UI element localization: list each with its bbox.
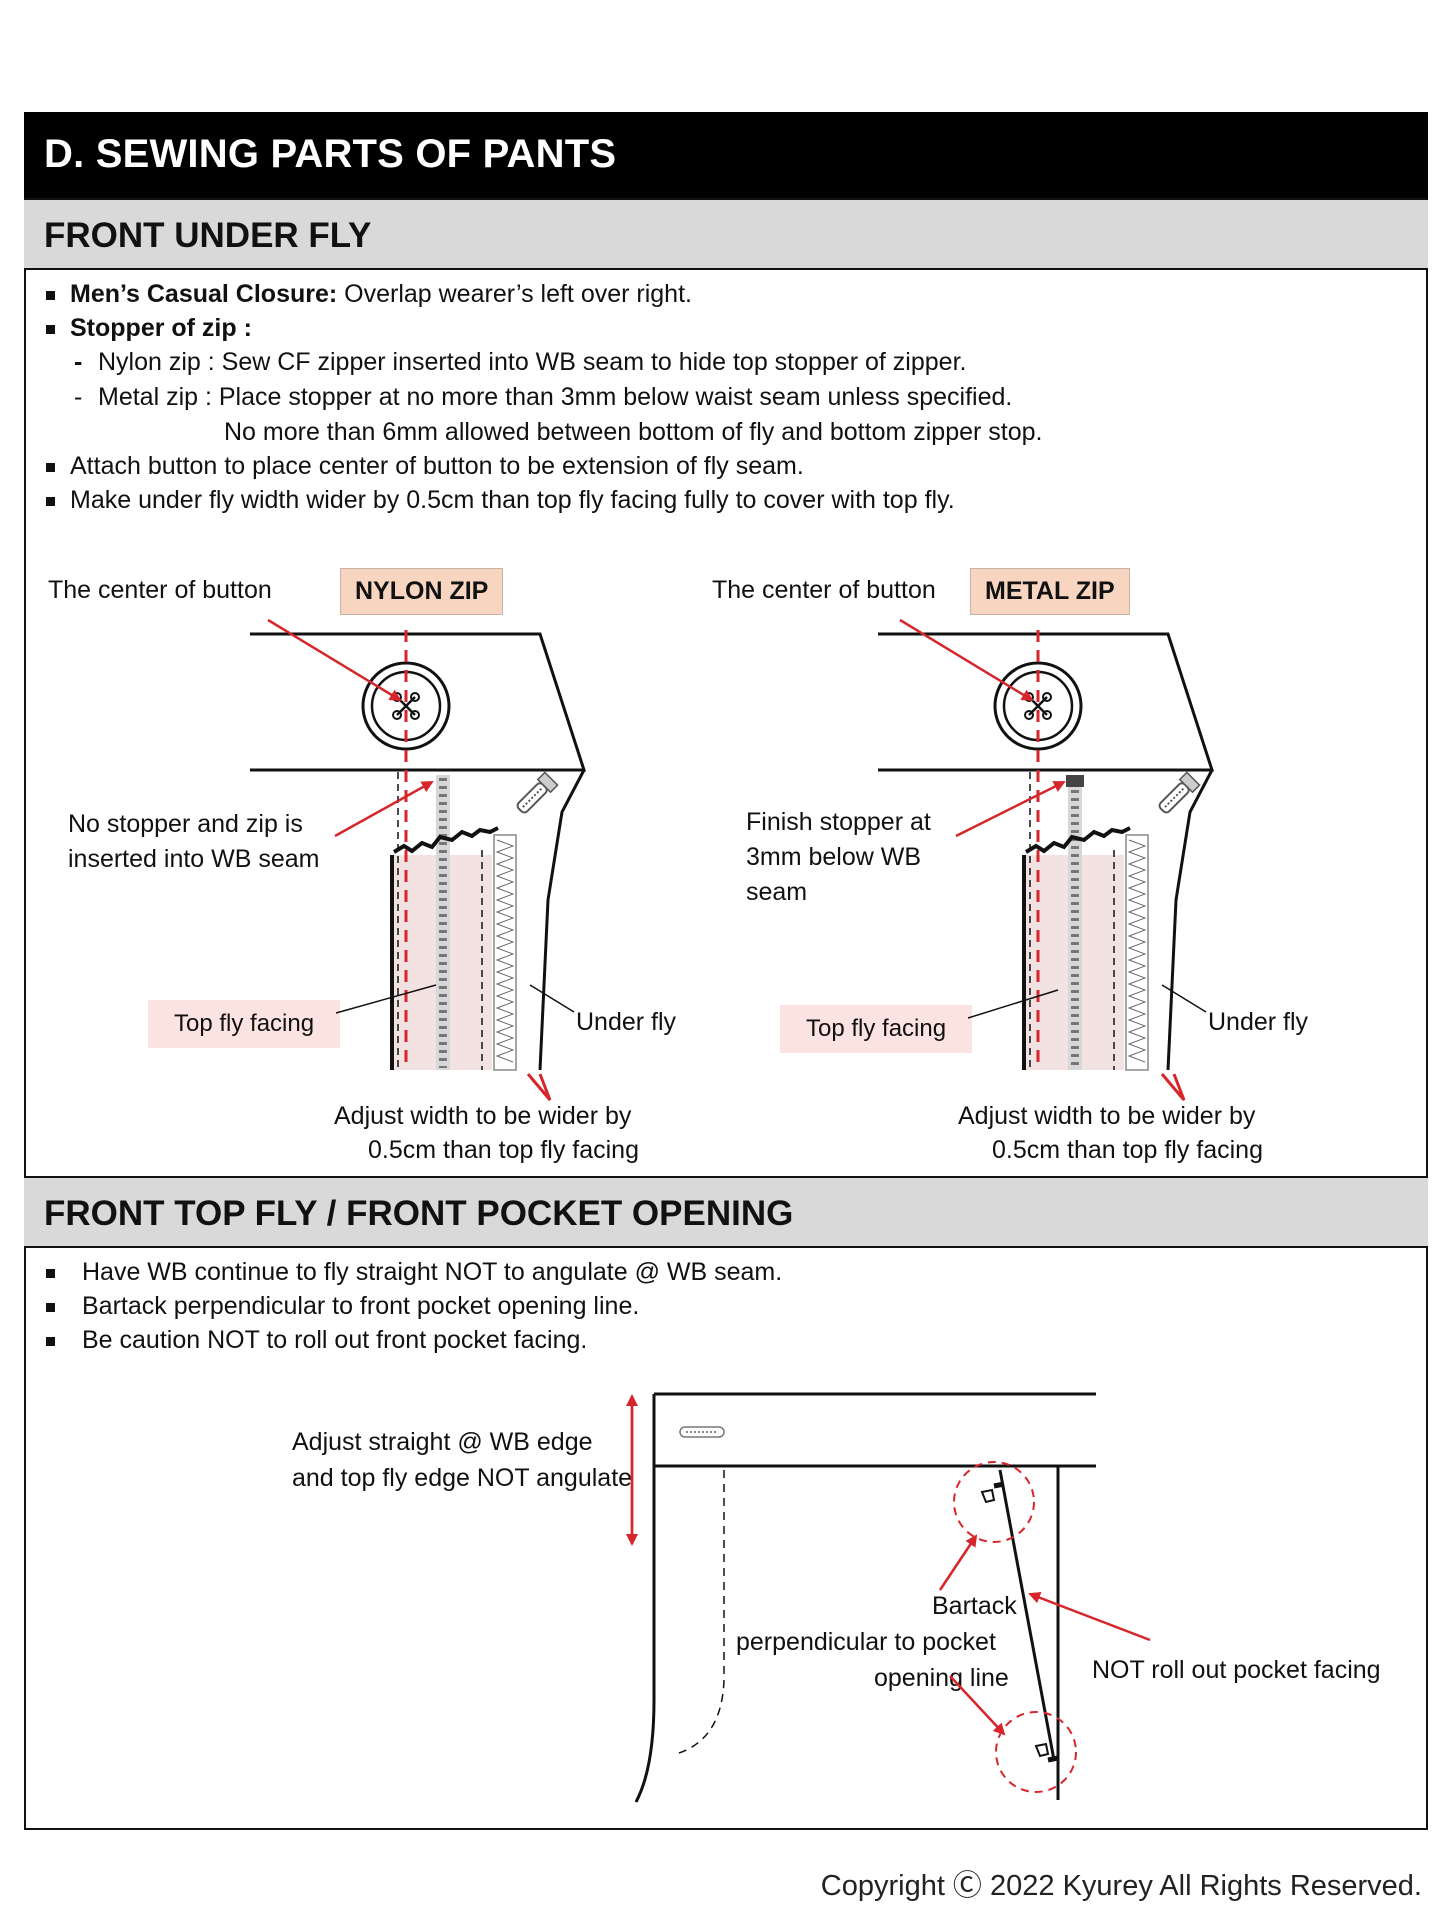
dash-icon: - bbox=[74, 348, 83, 376]
note-bold: Men’s Casual Closure: bbox=[70, 280, 338, 308]
note-line: Stopper of zip : bbox=[70, 314, 252, 342]
note-line: Men’s Casual Closure: Overlap wearer’s l… bbox=[70, 280, 692, 309]
page-title: D. SEWING PARTS OF PANTS bbox=[44, 132, 617, 176]
stopper-label-line-1: No stopper and zip is bbox=[68, 810, 303, 838]
bullet-icon bbox=[46, 463, 55, 472]
under-fly-label: Under fly bbox=[576, 1008, 677, 1036]
note-line: Attach button to place center of button … bbox=[70, 452, 804, 480]
note-line: Nylon zip : Sew CF zipper inserted into … bbox=[98, 348, 967, 376]
stopper-label-line-2: 3mm below WB bbox=[746, 843, 922, 871]
stopper-label-line-3: seam bbox=[746, 878, 808, 906]
adjust-straight-label-line-2: and top fly edge NOT angulate bbox=[292, 1464, 633, 1492]
note-text: Overlap wearer’s left over right. bbox=[337, 280, 692, 308]
section-header-under-fly: FRONT UNDER FLY bbox=[24, 198, 1428, 270]
bullet-icon bbox=[46, 1337, 55, 1346]
bullet-icon bbox=[46, 1269, 55, 1278]
under-fly-label: Under fly bbox=[1208, 1008, 1309, 1036]
bartack-label-line-2: perpendicular to pocket bbox=[736, 1628, 996, 1656]
bartack-label-line-3: opening line bbox=[874, 1664, 1009, 1692]
section-header-top-fly: FRONT TOP FLY / FRONT POCKET OPENING bbox=[24, 1176, 1428, 1248]
note-line: No more than 6mm allowed between bottom … bbox=[224, 418, 1043, 446]
note-line: Have WB continue to fly straight NOT to … bbox=[82, 1258, 783, 1286]
section-title: FRONT TOP FLY / FRONT POCKET OPENING bbox=[44, 1194, 794, 1233]
top-fly-facing-label: Top fly facing bbox=[148, 1000, 341, 1048]
button-center-label: The center of button bbox=[712, 576, 936, 604]
nylon-zip-tag: NYLON ZIP bbox=[340, 568, 504, 615]
stopper-label-line-1: Finish stopper at bbox=[746, 808, 931, 836]
note-line: Make under fly width wider by 0.5cm than… bbox=[70, 486, 955, 514]
adjust-straight-label-line-1: Adjust straight @ WB edge bbox=[292, 1428, 593, 1456]
metal-zip-tag: METAL ZIP bbox=[970, 568, 1130, 615]
bullet-icon bbox=[46, 1303, 55, 1312]
note-line: Bartack perpendicular to front pocket op… bbox=[82, 1292, 640, 1320]
stopper-label-line-2: inserted into WB seam bbox=[68, 845, 320, 873]
copyright: Copyright Ⓒ 2022 Kyurey All Rights Reser… bbox=[820, 1870, 1422, 1902]
dash-icon: - bbox=[74, 383, 83, 411]
adjust-label-line-1: Adjust width to be wider by bbox=[334, 1102, 632, 1130]
bullet-icon bbox=[46, 497, 55, 506]
roll-out-label: NOT roll out pocket facing bbox=[1092, 1656, 1381, 1684]
adjust-label-line-1: Adjust width to be wider by bbox=[958, 1102, 1256, 1130]
bullet-icon bbox=[46, 325, 55, 334]
adjust-label-line-2: 0.5cm than top fly facing bbox=[368, 1136, 639, 1164]
top-fly-facing-label: Top fly facing bbox=[780, 1005, 973, 1053]
adjust-label-line-2: 0.5cm than top fly facing bbox=[992, 1136, 1263, 1164]
title-bar: D. SEWING PARTS OF PANTS bbox=[24, 112, 1428, 198]
button-center-label: The center of button bbox=[48, 576, 272, 604]
bullet-icon bbox=[46, 291, 55, 300]
section-title: FRONT UNDER FLY bbox=[44, 216, 372, 255]
bartack-label-line-1: Bartack bbox=[932, 1592, 1017, 1620]
note-line: Be caution NOT to roll out front pocket … bbox=[82, 1326, 588, 1354]
note-line: Metal zip : Place stopper at no more tha… bbox=[98, 383, 1013, 411]
